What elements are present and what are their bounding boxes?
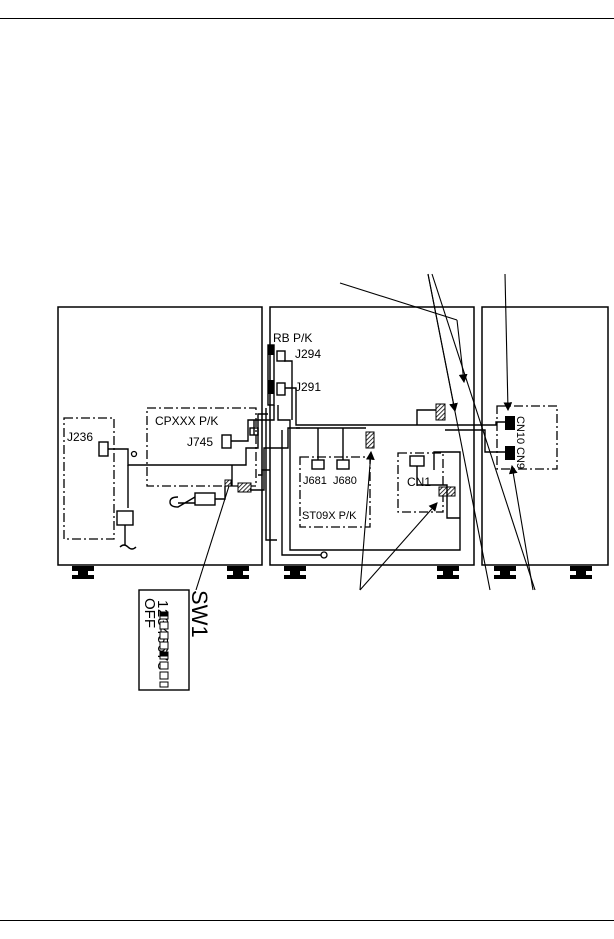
j745-connector — [221, 434, 232, 449]
hatched-block-middle — [365, 431, 375, 449]
filter-box — [116, 510, 134, 526]
rb-board — [249, 344, 286, 436]
st09x-pk-label: ST09X P/K — [302, 510, 357, 522]
hatched-block-cpxxx — [237, 482, 252, 493]
j680-connector — [336, 459, 350, 470]
leader-lines — [195, 273, 536, 591]
cabinet-middle — [269, 306, 475, 566]
cn1-board — [397, 452, 444, 513]
cn10-label: CN10 — [514, 416, 526, 444]
rb-connector — [268, 345, 274, 355]
bottom-rule — [0, 920, 614, 921]
cpxxx-pk-label: CPXXX P/K — [155, 414, 218, 428]
j291-label: J291 — [295, 380, 321, 394]
j236-connector — [98, 441, 109, 457]
wire-node-2 — [320, 551, 328, 559]
sw1-positions — [159, 611, 169, 688]
cn10-connector — [505, 416, 515, 430]
rb-pk-label: RB P/K — [273, 331, 312, 345]
hatched-block-top — [435, 403, 446, 421]
top-rule — [0, 18, 614, 19]
cn9-connector — [505, 446, 515, 460]
sw1-off-label: OFF — [141, 598, 158, 628]
rb-connector-2 — [268, 380, 274, 394]
cn1-connector — [409, 455, 425, 467]
cabinet-feet — [72, 566, 592, 579]
wire-node-1 — [130, 450, 138, 458]
power-connector — [194, 492, 216, 506]
sw1-legend: SW1 12345678 OFF — [138, 589, 212, 691]
hatched-block-small — [224, 479, 232, 487]
wires — [108, 360, 505, 556]
cpxxx-board — [146, 407, 257, 487]
cabinet-right — [481, 306, 609, 566]
sw1-title: SW1 — [187, 590, 212, 638]
j236-board — [63, 417, 115, 540]
cn1-label: CN1 — [407, 475, 431, 489]
cn9-label: CN9 — [514, 447, 526, 469]
j680-label: J680 — [333, 475, 357, 487]
j681-connector — [311, 459, 325, 470]
j745-label: J745 — [187, 435, 213, 449]
st09x-board — [299, 456, 371, 528]
cn-right-board — [496, 405, 558, 470]
cabinet-left — [57, 306, 263, 566]
j681-label: J681 — [303, 475, 327, 487]
j294-label: J294 — [295, 347, 321, 361]
j236-label: J236 — [67, 430, 93, 444]
